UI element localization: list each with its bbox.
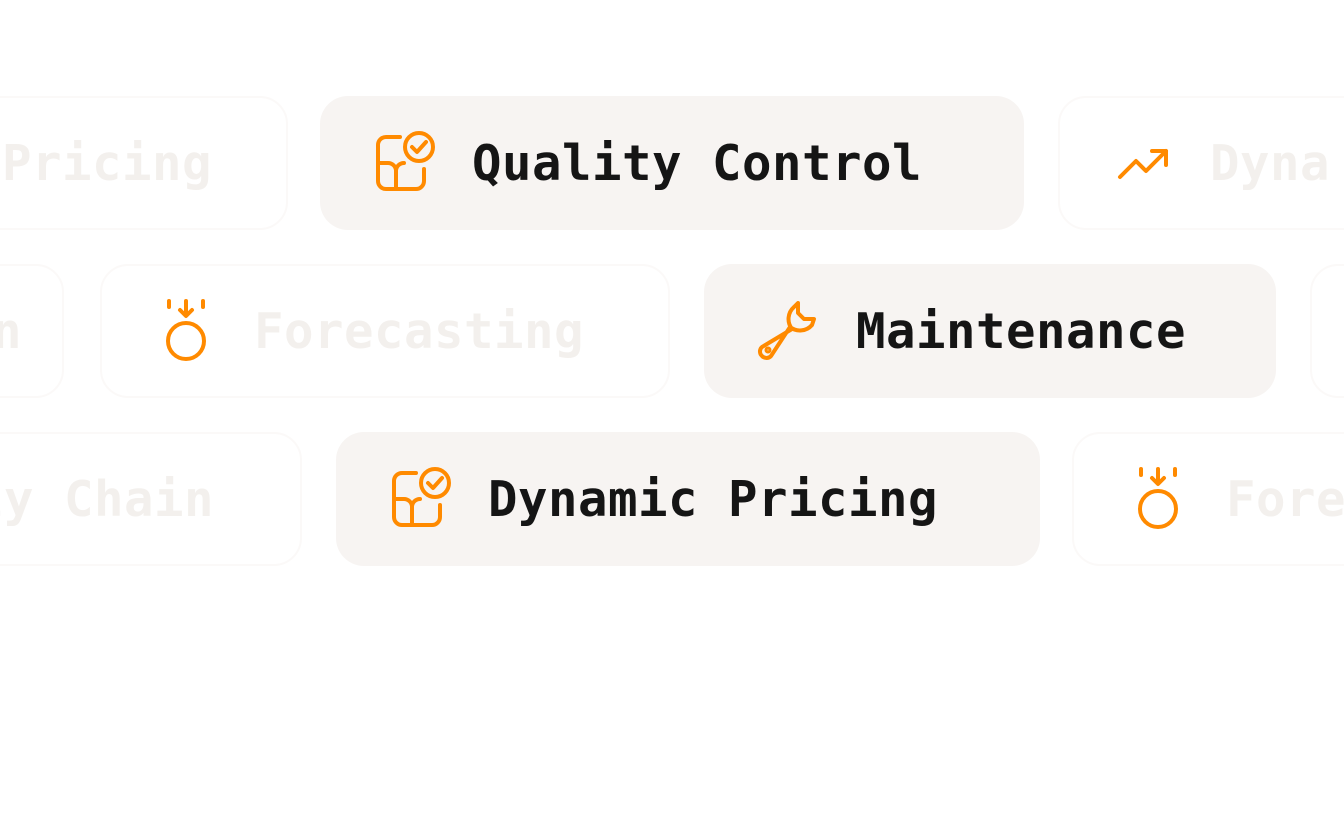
weight-drop-icon bbox=[152, 297, 220, 365]
chip-label: Pricing bbox=[2, 134, 213, 192]
quality-check-icon bbox=[386, 465, 454, 533]
chip-maintenance[interactable]: Maintenance bbox=[704, 264, 1276, 398]
chip-label: ly Chain bbox=[0, 470, 215, 528]
chip-row-1: Pricing Quality Control D bbox=[0, 96, 1344, 232]
chip-label: Dynamic Pricing bbox=[488, 470, 939, 528]
trending-up-icon bbox=[1112, 129, 1180, 197]
chip-pricing-faded[interactable]: Pricing bbox=[0, 96, 288, 230]
chip-label: Quality Control bbox=[472, 134, 923, 192]
wrench-icon bbox=[754, 297, 822, 365]
chip-forecasting-faded[interactable]: Forecasting bbox=[100, 264, 670, 398]
weight-drop-icon bbox=[1124, 465, 1192, 533]
chip-quality-control[interactable]: Quality Control bbox=[320, 96, 1024, 230]
chip-supply-chain-faded[interactable]: ly Chain bbox=[0, 432, 302, 566]
chip-label: Maintenance bbox=[856, 302, 1187, 360]
chip-edge-faded[interactable] bbox=[1310, 264, 1344, 398]
quality-check-icon bbox=[370, 129, 438, 197]
chip-fore-faded[interactable]: Fore bbox=[1072, 432, 1344, 566]
chip-label: Forecasting bbox=[254, 302, 585, 360]
chip-label: n bbox=[0, 302, 23, 360]
chip-dyna-faded[interactable]: Dyna bbox=[1058, 96, 1344, 230]
chip-label: Dyna bbox=[1210, 134, 1331, 192]
chip-row-2: n Forecasting Maintenance bbox=[0, 264, 1344, 400]
chip-row-3: ly Chain Dynamic Pricing bbox=[0, 432, 1344, 568]
chip-dynamic-pricing[interactable]: Dynamic Pricing bbox=[336, 432, 1040, 566]
chip-label: Fore bbox=[1226, 470, 1344, 528]
chip-partial-faded[interactable]: n bbox=[0, 264, 64, 398]
